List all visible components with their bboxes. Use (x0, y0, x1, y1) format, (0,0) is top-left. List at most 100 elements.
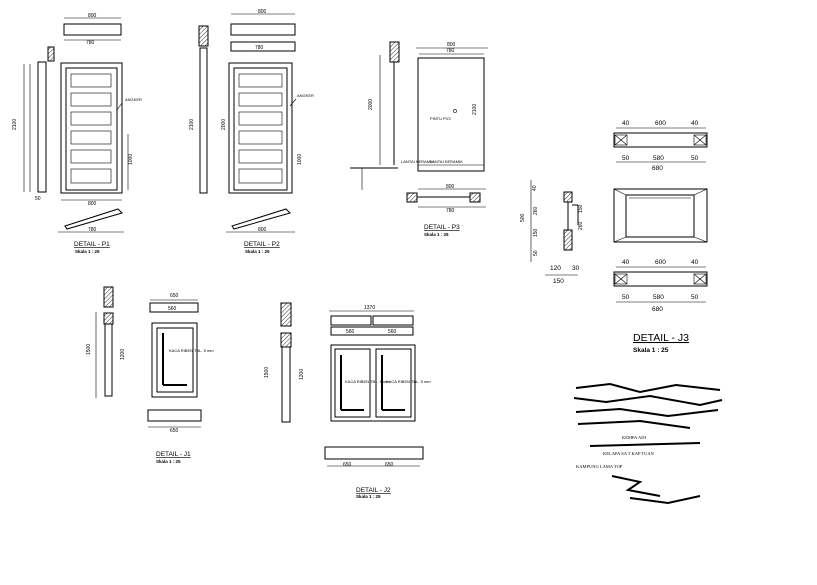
title-block-line2: KELAPA SA T KAP TUAN (603, 451, 655, 456)
detail-p2-title: DETAIL - P2 (244, 241, 280, 248)
j2-window-frame (330, 344, 416, 422)
dim-label: 1500 (86, 344, 92, 355)
dim-label: 260 (533, 206, 539, 215)
p1-plan-section (63, 23, 122, 36)
dim-label: 560 (168, 306, 177, 312)
dim-label: 260 (578, 221, 584, 230)
note-angker: ANGKER (297, 93, 314, 98)
redaction-scribble (611, 475, 661, 497)
j1-label: KACA RIBEN TBL. 5 mm (169, 348, 214, 353)
dim-label: 50 (533, 250, 539, 256)
dim-label: 780 (86, 40, 95, 46)
title-block: KEMPA ADI KELAPA SA T KAP TUAN KAMPUNG L… (573, 382, 723, 505)
j3-top-section (613, 132, 708, 148)
dim-label: 600 (655, 259, 666, 266)
dim-label: 1000 (128, 154, 134, 165)
dim-label: 2000 (368, 99, 374, 110)
dim-label: 680 (652, 165, 663, 172)
dim-label: 780 (88, 227, 97, 233)
p2-plan-section (230, 23, 296, 36)
detail-p1-scale: Skala 1 : 25 (75, 249, 100, 254)
p2-threshold (231, 208, 291, 230)
p1-side-section (37, 61, 47, 193)
j1-plan-section (147, 409, 202, 422)
hatched-wall (406, 192, 418, 203)
dim-label: 40 (532, 185, 538, 191)
dim-label: 650 (385, 462, 394, 468)
dim-label: 560 (346, 329, 355, 335)
dim-label: 50 (622, 155, 630, 162)
detail-p1-title: DETAIL - P1 (74, 241, 110, 248)
p2-side-section (199, 47, 208, 194)
dim-label: 560 (388, 329, 397, 335)
title-block-line3: KAMPUNG LAMA TOP (576, 464, 623, 469)
detail-j1-scale: Skala 1 : 25 (156, 459, 181, 464)
door-knob-icon (453, 109, 457, 113)
hatched-wall (563, 229, 573, 251)
dim-label: 580 (653, 294, 664, 301)
dim-label: 50 (35, 196, 41, 202)
dim-label: 150 (533, 228, 539, 237)
title-block-line1: KEMPA ADI (622, 435, 646, 440)
dim-label: 2100 (472, 104, 478, 115)
dim-label: 680 (652, 306, 663, 313)
detail-j2-title: DETAIL - J2 (356, 487, 391, 494)
dim-label: 780 (446, 48, 455, 54)
dim-label: 600 (655, 120, 666, 127)
dim-label: 150 (578, 204, 584, 213)
j2-side-section (281, 346, 291, 423)
redaction-scribble (575, 382, 721, 394)
dim-label: 1000 (297, 154, 303, 165)
j2-right-pane (375, 348, 412, 418)
dim-label: 40 (622, 259, 630, 266)
dim-label: 1370 (364, 305, 375, 311)
j2-left-pane (334, 348, 371, 418)
note-angker: ANGKER (125, 97, 142, 102)
dim-label: 40 (691, 259, 699, 266)
redaction-scribble (629, 495, 701, 505)
hatched-wall (103, 286, 114, 308)
detail-j1: 1500 650 560 KACA RIBEN TBL. 5 mm 1200 6… (86, 286, 214, 464)
hatched-wall (280, 302, 292, 327)
detail-p3-scale: Skala 1 : 25 (424, 232, 449, 237)
j2-label-left: KACA RIBEN TBL. 5 mm (345, 379, 390, 384)
hatched-wall (389, 41, 400, 63)
dim-label: 780 (255, 45, 264, 51)
note-lantai: LANTAI KERAMIK (430, 159, 463, 164)
dim-label: 40 (691, 120, 699, 127)
p3-label: PINTU PVC (430, 116, 451, 121)
hatched-wall (563, 191, 573, 203)
dim-label: 2000 (221, 119, 227, 130)
redaction-scribble (575, 407, 719, 418)
j1-side-section (104, 323, 113, 397)
j2-plan-section (324, 446, 424, 460)
dim-label: 800 (258, 9, 267, 15)
dim-label: 50 (691, 294, 699, 301)
dim-label: 1200 (120, 349, 126, 360)
detail-j3-scale: Skala 1 : 25 (633, 347, 669, 354)
j1-window-pane (156, 327, 194, 393)
j3-bottom-section (613, 271, 708, 287)
dim-label: 800 (88, 13, 97, 19)
detail-j1-title: DETAIL - J1 (156, 451, 191, 458)
j2-label-right: KACA RIBEN TBL. 5 mm (386, 379, 431, 384)
dim-label: 800 (258, 227, 267, 233)
dim-label: 780 (446, 208, 455, 214)
detail-p3: 2000 LANTAI KERAMIK 800 780 PINTU PVC 21… (350, 41, 488, 237)
p1-door-leaf (65, 67, 118, 191)
hatched-wall (47, 46, 55, 62)
dim-label: 580 (653, 155, 664, 162)
j3-window-frame (613, 188, 708, 243)
hatched-wall (103, 312, 114, 325)
redaction-scribble (573, 394, 723, 407)
dim-label: 30 (572, 265, 580, 272)
dim-label: 800 (88, 201, 97, 207)
dim-label: 800 (447, 42, 456, 48)
dim-label: 800 (446, 184, 455, 190)
j3-window-pane (625, 194, 695, 238)
detail-j2: 1500 1370 560 560 KACA RIBEN TBL. 5 mm K… (264, 302, 431, 499)
detail-p3-title: DETAIL - P3 (424, 224, 460, 231)
detail-j2-scale: Skala 1 : 25 (356, 494, 381, 499)
dim-label: 150 (553, 278, 564, 285)
